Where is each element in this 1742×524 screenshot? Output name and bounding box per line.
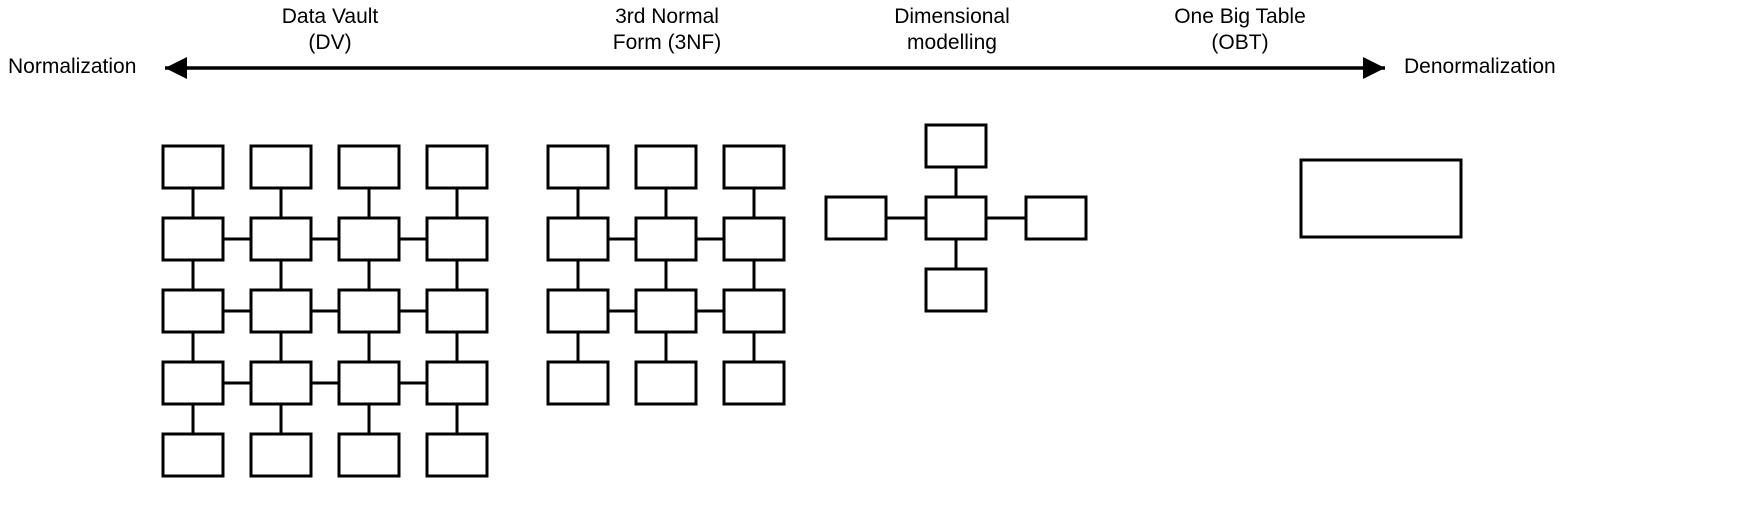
table-node[interactable] — [425, 360, 489, 406]
table-node[interactable] — [337, 216, 401, 262]
table-node[interactable] — [425, 144, 489, 190]
table-node[interactable] — [161, 144, 225, 190]
axis-label-normalization: Normalization — [8, 55, 137, 78]
table-node[interactable] — [634, 288, 698, 334]
table-node[interactable] — [722, 288, 786, 334]
table-node[interactable] — [634, 216, 698, 262]
stage-graphic-dimensional-modelling — [824, 123, 1088, 313]
dimension-node[interactable] — [924, 123, 988, 169]
dimension-node[interactable] — [924, 267, 988, 313]
stage-graphic-data-vault — [161, 144, 489, 478]
axis-arrowhead-left — [165, 57, 187, 79]
stage-label-third-normal-form: 3rd Normal Form (3NF) — [612, 5, 722, 54]
fact-node[interactable] — [924, 195, 988, 241]
stage-label-one-big-table: One Big Table (OBT) — [1174, 5, 1306, 54]
stage-graphic-third-normal-form — [546, 144, 786, 406]
table-node[interactable] — [546, 216, 610, 262]
spectrum-axis-arrow — [165, 57, 1385, 79]
table-node[interactable] — [722, 216, 786, 262]
table-node[interactable] — [425, 432, 489, 478]
table-node[interactable] — [249, 216, 313, 262]
dimension-node[interactable] — [1024, 195, 1088, 241]
table-node[interactable] — [161, 360, 225, 406]
axis-label-denormalization: Denormalization — [1404, 55, 1556, 78]
table-node[interactable] — [425, 216, 489, 262]
stage-label-data-vault: Data Vault (DV) — [281, 5, 379, 54]
table-node[interactable] — [249, 288, 313, 334]
table-node[interactable] — [161, 432, 225, 478]
table-node[interactable] — [249, 360, 313, 406]
table-node[interactable] — [337, 360, 401, 406]
table-node[interactable] — [546, 144, 610, 190]
table-node[interactable] — [425, 288, 489, 334]
axis-arrowhead-right — [1363, 57, 1385, 79]
table-node[interactable] — [161, 288, 225, 334]
table-node[interactable] — [337, 288, 401, 334]
one-big-table-node[interactable] — [1299, 158, 1463, 239]
stage-label-dimensional-modelling: Dimensional modelling — [894, 5, 1010, 54]
dimension-node[interactable] — [824, 195, 888, 241]
table-node[interactable] — [722, 144, 786, 190]
table-node[interactable] — [722, 360, 786, 406]
table-node[interactable] — [249, 432, 313, 478]
table-node[interactable] — [634, 144, 698, 190]
table-node[interactable] — [546, 360, 610, 406]
table-node[interactable] — [634, 360, 698, 406]
table-node[interactable] — [546, 288, 610, 334]
table-node[interactable] — [337, 432, 401, 478]
table-node[interactable] — [161, 216, 225, 262]
stage-graphic-one-big-table — [1299, 158, 1463, 239]
table-node[interactable] — [337, 144, 401, 190]
table-node[interactable] — [249, 144, 313, 190]
